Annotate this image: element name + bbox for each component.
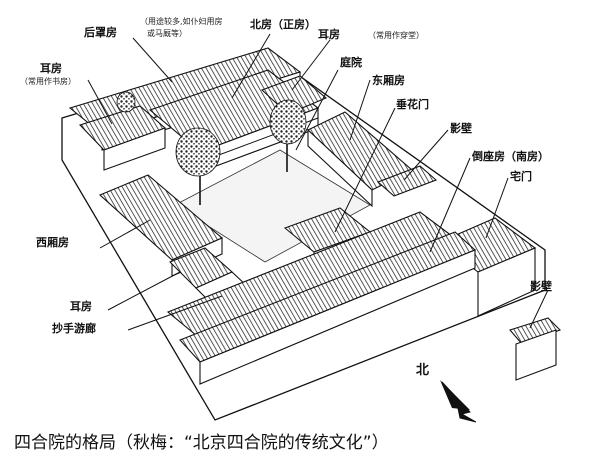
east-wing-wall [307, 128, 373, 208]
front-row-wall [199, 249, 476, 385]
figure-caption: 四合院的格局（秋梅：“北京四合院的传统文化”） [14, 433, 389, 453]
north-compass: 北 [416, 363, 477, 423]
label-veranda-corridor: 抄手游廊 [52, 321, 96, 335]
front-gate-wall [477, 247, 536, 317]
label-inner-screen-wall: 影壁 [450, 121, 472, 135]
label-north-hall: 北房（正房） [250, 17, 316, 31]
tree-left [175, 127, 221, 205]
label-south-row: 倒座房（南房） [471, 149, 549, 163]
label-courtyard: 庭院 [340, 55, 362, 69]
tree-right [269, 99, 307, 172]
label-ear-room-top-note: （常用作穿堂） [368, 30, 424, 40]
label-ear-room-left: 耳房 [40, 61, 62, 75]
label-hanging-flower-gate: 垂花门 [396, 97, 429, 111]
inner-screen-wall-roof [376, 165, 438, 197]
label-outer-screen-wall: 影壁 [530, 279, 552, 293]
label-front-gate: 宅门 [510, 169, 532, 183]
tree-rear [116, 91, 136, 113]
courtyard-drawing [61, 47, 561, 421]
outer-screen-wall-roof [509, 317, 561, 345]
label-ear-room-bottom: 耳房 [70, 299, 92, 313]
labels: 后罩房 （用途较多,如仆妇用房 或马厩等） 北房（正房） 耳房 （常用作穿堂） … [20, 16, 552, 335]
main-courtyard-floor [174, 149, 371, 263]
label-ear-room-top: 耳房 [318, 27, 340, 41]
north-label: 北 [416, 363, 429, 378]
label-rear-row-note-2: 或马厩等） [147, 28, 187, 38]
label-rear-row: 后罩房 [84, 25, 117, 39]
north-arrow-head-icon [440, 380, 470, 410]
label-ear-room-left-note: （常用作书房） [20, 76, 76, 86]
left-ear-room-wall [103, 127, 166, 171]
label-east-wing: 东厢房 [372, 73, 405, 87]
label-rear-row-note-1: （用途较多,如仆妇用房 [140, 16, 223, 26]
leader-lines [87, 33, 549, 331]
outer-screen-wall-body [515, 329, 557, 381]
label-west-wing: 西厢房 [36, 235, 69, 249]
